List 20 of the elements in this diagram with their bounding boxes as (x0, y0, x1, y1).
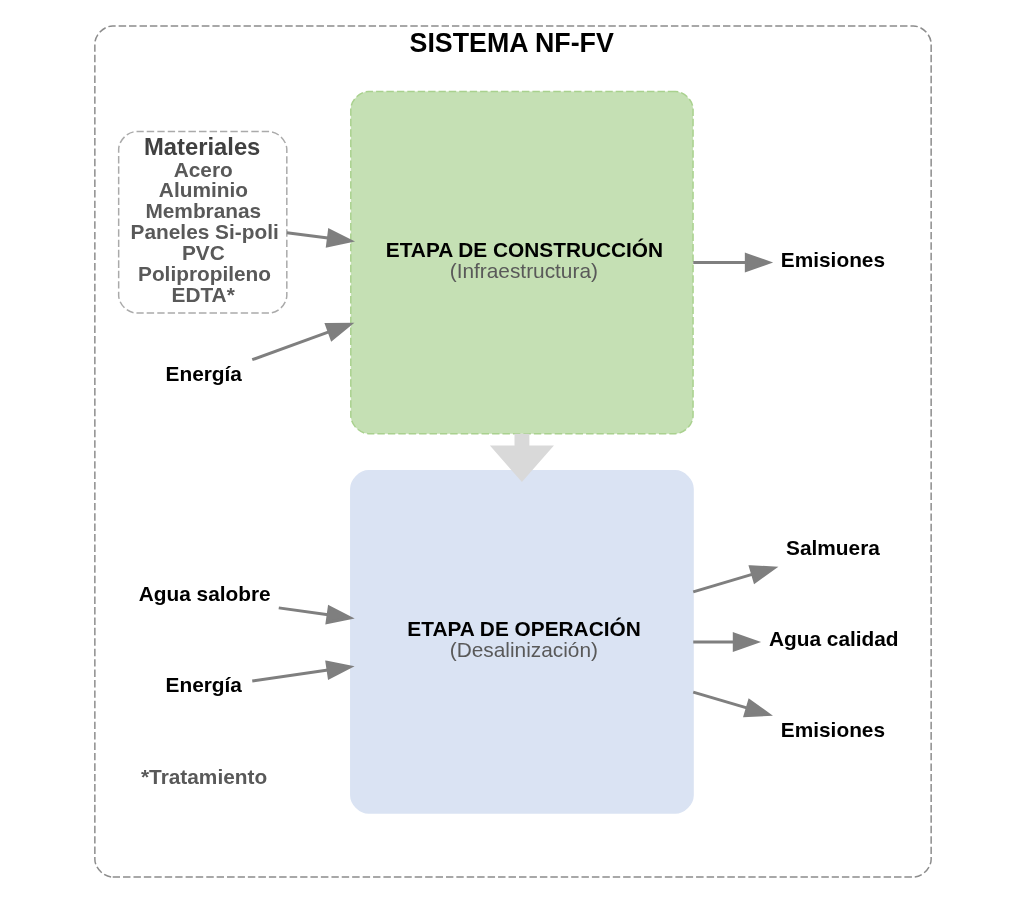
node-text: Emisiones (780, 717, 886, 741)
node-box: Materiales Acero Aluminio Membranas Paneles Si-poli PVC Polipropileno EDTA* (117, 130, 288, 314)
node-text: Energía (165, 673, 242, 697)
label: *Tratamiento (140, 765, 268, 789)
arrow (692, 565, 779, 594)
arrow (489, 433, 554, 483)
arrow (693, 632, 762, 652)
arrow (693, 252, 774, 273)
node-text: Salmuera (786, 536, 880, 560)
node-text: Emisiones (780, 247, 886, 271)
node-text: Energía (165, 362, 242, 386)
arrow (286, 228, 356, 248)
node-box: ETAPA DE CONSTRUCCIÓN (Infraestructura) (350, 90, 694, 435)
node-box: ETAPA DE OPERACIÓN (Desalinización) (350, 470, 694, 814)
node-text: Agua salobre (138, 582, 271, 606)
arrow (278, 604, 355, 625)
node-text: Agua calidad (768, 626, 899, 650)
arrow (252, 660, 355, 683)
arrow (692, 690, 773, 718)
arrow (251, 322, 355, 362)
